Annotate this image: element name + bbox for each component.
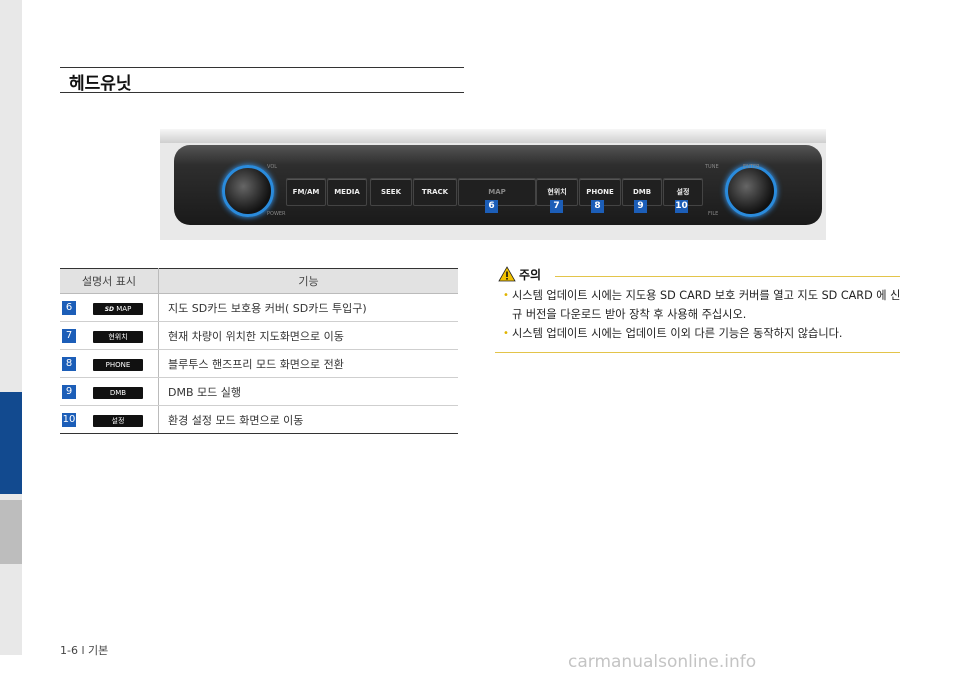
table-row: 6 SD MAP 지도 SD카드 보호용 커버( SD카드 투입구) — [60, 293, 458, 322]
caution-item: 시스템 업데이트 시에는 지도용 SD CARD 보호 커버를 열고 지도 SD… — [503, 286, 903, 324]
button-chip-dmb: DMB — [93, 386, 143, 399]
table-row: 8 PHONE 블루투스 핸즈프리 모드 화면으로 전환 — [60, 349, 458, 378]
button-chip-phone: PHONE — [93, 358, 143, 371]
enter-label: ENTER — [743, 164, 760, 170]
table-row: 7 현위치 현재 차량이 위치한 지도화면으로 이동 — [60, 321, 458, 350]
table-row: 10 설정 환경 설정 모드 화면으로 이동 — [60, 405, 458, 434]
panel-trim — [160, 129, 826, 143]
button-chip-settings: 설정 — [93, 414, 143, 427]
row-number: 10 — [62, 413, 76, 427]
callout-7: 7 — [550, 200, 563, 213]
button-chip-location: 현위치 — [93, 330, 143, 343]
button-chip-map: SD MAP — [93, 302, 143, 315]
callout-9: 9 — [634, 200, 647, 213]
callout-10: 10 — [675, 200, 688, 213]
caution-box: 주의 시스템 업데이트 시에는 지도용 SD CARD 보호 커버를 열고 지도… — [495, 266, 900, 353]
chapter-tab-active — [0, 392, 22, 494]
section-title: 헤드유닛 — [69, 74, 132, 94]
table-header-row: 설명서 표시 기능 — [60, 268, 458, 294]
track-button: TRACK — [413, 178, 457, 206]
power-label: POWER — [267, 211, 286, 217]
section-header: 헤드유닛 — [60, 67, 464, 94]
warning-triangle-icon — [498, 266, 516, 282]
row-description: 블루투스 핸즈프리 모드 화면으로 전환 — [158, 349, 458, 378]
row-description: 환경 설정 모드 화면으로 이동 — [158, 405, 458, 434]
row-number: 7 — [62, 329, 76, 343]
table-row: 9 DMB DMB 모드 실행 — [60, 377, 458, 406]
vol-label: VOL — [267, 164, 278, 170]
file-label: FILE — [708, 211, 719, 217]
row-number: 9 — [62, 385, 76, 399]
fm-am-button: FM/AM — [286, 178, 326, 206]
page-footer: 1-6 l 기본 — [60, 644, 109, 657]
header-function: 기능 — [158, 268, 458, 294]
tune-label: TUNE — [705, 164, 719, 170]
row-description: DMB 모드 실행 — [158, 377, 458, 406]
callout-6: 6 — [485, 200, 498, 213]
function-table: 설명서 표시 기능 6 SD MAP 지도 SD카드 보호용 커버( SD카드 … — [60, 268, 458, 434]
tune-knob — [725, 165, 777, 217]
volume-knob — [222, 165, 274, 217]
seek-button: SEEK — [370, 178, 412, 206]
sd-logo-icon: SD — [104, 305, 114, 313]
callout-8: 8 — [591, 200, 604, 213]
row-description: 지도 SD카드 보호용 커버( SD카드 투입구) — [158, 293, 458, 322]
headunit-photo: VOL POWER TUNE ENTER FILE FM/AM MEDIA SE… — [160, 129, 826, 240]
caution-divider — [555, 276, 900, 277]
row-number: 6 — [62, 301, 76, 315]
caution-title: 주의 — [519, 268, 542, 282]
chapter-tab — [0, 500, 22, 564]
media-button: MEDIA — [327, 178, 367, 206]
caution-item: 시스템 업데이트 시에는 업데이트 이외 다른 기능은 동작하지 않습니다. — [503, 324, 903, 343]
row-description: 현재 차량이 위치한 지도화면으로 이동 — [158, 321, 458, 350]
row-number: 8 — [62, 357, 76, 371]
caution-list: 시스템 업데이트 시에는 지도용 SD CARD 보호 커버를 열고 지도 SD… — [503, 286, 903, 343]
watermark: carmanualsonline.info — [568, 652, 757, 672]
header-manual-mark: 설명서 표시 — [60, 268, 159, 294]
